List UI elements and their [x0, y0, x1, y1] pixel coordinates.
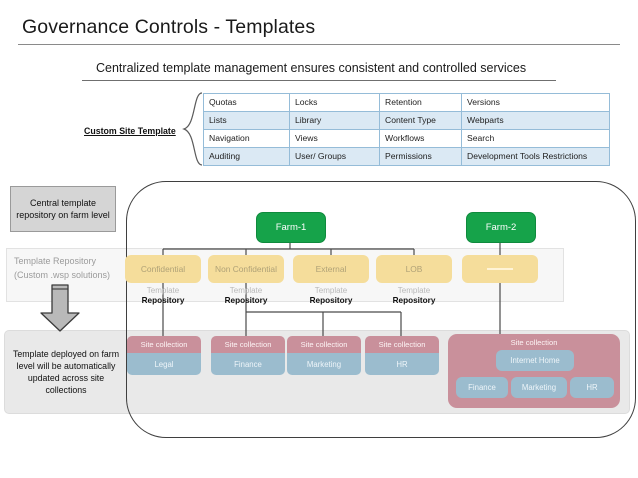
template-caption-line1: Template: [397, 286, 431, 295]
callout-central-repository: Central template repository on farm leve…: [10, 186, 116, 232]
table-cell: Search: [461, 129, 610, 148]
table-row: Auditing User/ Groups Permissions Develo…: [203, 147, 610, 166]
template-caption: Template Repository: [208, 286, 284, 305]
table-row: Navigation Views Workflows Search: [203, 129, 610, 148]
table-cell: Webparts: [461, 111, 610, 130]
template-caption-line2: Repository: [141, 296, 185, 305]
table-cell: Auditing: [203, 147, 290, 166]
table-cell: Workflows: [379, 129, 462, 148]
title-divider: [18, 44, 620, 45]
page-title: Governance Controls - Templates: [22, 16, 316, 38]
farm2-site-collection-group[interactable]: Site collection Internet Home Finance Ma…: [448, 334, 620, 408]
subtitle-divider: [82, 80, 556, 81]
farm-1-node[interactable]: Farm-1: [256, 212, 326, 243]
template-caption: Template Repository: [293, 286, 369, 305]
callout-template-repository: Template Repository (Custom .wsp solutio…: [14, 254, 122, 282]
template-caption-line1: Template: [314, 286, 348, 295]
site-collection-name: Marketing: [287, 353, 361, 375]
farm2-child-finance[interactable]: Finance: [456, 377, 508, 398]
farm-2-node[interactable]: Farm-2: [466, 212, 536, 243]
farm2-child-marketing[interactable]: Marketing: [511, 377, 567, 398]
table-cell: Locks: [289, 93, 380, 112]
template-box-blank[interactable]: [462, 255, 538, 283]
template-box-non-confidential[interactable]: Non Confidential: [208, 255, 284, 283]
farm-1-label: Farm-1: [275, 222, 307, 233]
subtitle: Centralized template management ensures …: [96, 61, 527, 75]
site-collection-finance[interactable]: Site collection Finance: [211, 336, 285, 375]
repo-label-line2: (Custom .wsp solutions): [14, 270, 111, 280]
table-cell: Quotas: [203, 93, 290, 112]
site-collection-name: HR: [365, 353, 439, 375]
template-box-external[interactable]: External: [293, 255, 369, 283]
callout-deployed-note: Template deployed on farm level will be …: [12, 349, 120, 395]
curly-brace-icon: [182, 92, 203, 166]
site-collection-header: Site collection: [287, 336, 361, 353]
template-caption-line1: Template: [146, 286, 180, 295]
table-row: Quotas Locks Retention Versions: [203, 93, 610, 112]
farm-boundary-container: [126, 181, 636, 438]
table-row: Lists Library Content Type Webparts: [203, 111, 610, 130]
table-cell: Retention: [379, 93, 462, 112]
template-box-lob[interactable]: LOB: [376, 255, 452, 283]
template-placeholder-dash: [487, 268, 513, 270]
table-cell: User/ Groups: [289, 147, 380, 166]
table-cell: Library: [289, 111, 380, 130]
table-cell: Navigation: [203, 129, 290, 148]
site-collection-header: Site collection: [127, 336, 201, 353]
template-caption: Template Repository: [376, 286, 452, 305]
down-arrow-icon: [40, 284, 80, 332]
table-cell: Permissions: [379, 147, 462, 166]
repo-label-line1: Template Repository: [14, 256, 97, 266]
farm2-group-header: Site collection: [510, 338, 558, 347]
table-cell: Content Type: [379, 111, 462, 130]
template-box-confidential[interactable]: Confidential: [125, 255, 201, 283]
template-label: External: [315, 264, 347, 274]
template-label: LOB: [405, 264, 423, 274]
template-caption-line2: Repository: [224, 296, 268, 305]
table-cell: Views: [289, 129, 380, 148]
farm2-internet-home[interactable]: Internet Home: [496, 350, 574, 371]
table-cell: Development Tools Restrictions: [461, 147, 610, 166]
site-collection-legal[interactable]: Site collection Legal: [127, 336, 201, 375]
template-caption-line2: Repository: [392, 296, 436, 305]
governance-controls-table: Quotas Locks Retention Versions Lists Li…: [203, 93, 610, 166]
custom-site-template-label: Custom Site Template: [84, 126, 176, 136]
site-collection-marketing[interactable]: Site collection Marketing: [287, 336, 361, 375]
table-cell: Lists: [203, 111, 290, 130]
template-label: Confidential: [140, 264, 186, 274]
farm2-child-hr[interactable]: HR: [570, 377, 614, 398]
template-label: Non Confidential: [215, 264, 277, 274]
template-caption-line1: Template: [229, 286, 263, 295]
template-caption: Template Repository: [125, 286, 201, 305]
site-collection-header: Site collection: [365, 336, 439, 353]
farm-2-label: Farm-2: [485, 222, 517, 233]
site-collection-hr[interactable]: Site collection HR: [365, 336, 439, 375]
site-collection-header: Site collection: [211, 336, 285, 353]
table-cell: Versions: [461, 93, 610, 112]
template-caption-line2: Repository: [309, 296, 353, 305]
site-collection-name: Finance: [211, 353, 285, 375]
site-collection-name: Legal: [127, 353, 201, 375]
